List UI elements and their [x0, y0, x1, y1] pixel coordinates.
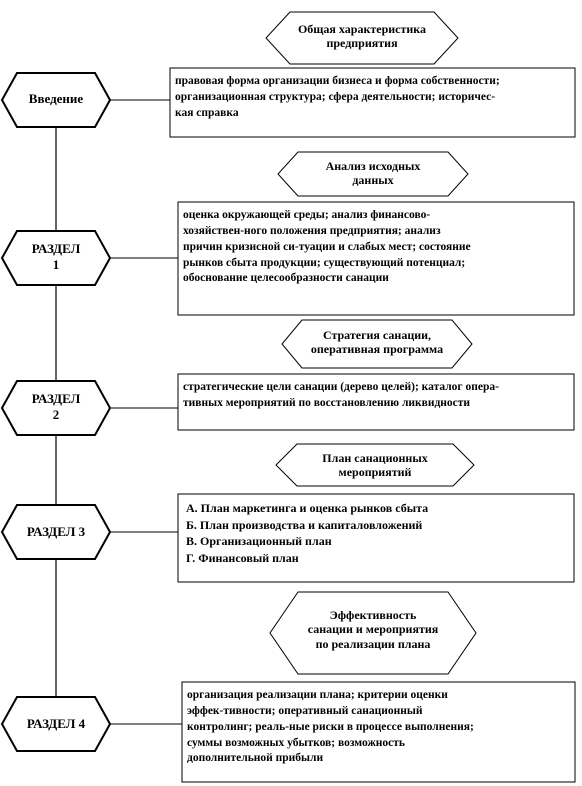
box-text-section-2: стратегические цели санации (дерево целе…	[183, 381, 499, 409]
box-text-section-4: организация реализации плана; критерии о…	[187, 689, 474, 765]
node-label-section-4: РАЗДЕЛ 4	[26, 716, 86, 731]
node-label-section-2: РАЗДЕЛ 2	[31, 391, 81, 422]
box-text-section-1: оценка окружающей среды; анализ финансов…	[183, 209, 471, 285]
header-label-section-4: Эффективность санации и мероприятия по р…	[307, 608, 439, 651]
header-hexagon-section-1	[277, 151, 469, 197]
node-label-intro: Введение	[28, 91, 84, 106]
box-text-section-3: А. План маркетинга и оценка рынков сбыта…	[186, 501, 429, 565]
box-section-4	[181, 681, 576, 783]
node-label-section-3: РАЗДЕЛ 3	[26, 524, 86, 539]
header-label-section-1: Анализ исходных данных	[325, 159, 421, 188]
header-hexagon-section-2	[281, 319, 473, 369]
box-intro	[169, 67, 576, 138]
header-label-section-3: План санационных мероприятий	[322, 451, 428, 480]
header-hexagon-section-3	[275, 443, 475, 487]
node-hexagon-section-1	[0, 230, 112, 286]
node-hexagon-section-3	[0, 504, 112, 560]
header-hexagon-intro	[265, 11, 459, 65]
box-section-1	[177, 201, 575, 316]
header-label-section-2: Стратегия санации, оперативная программа	[310, 328, 444, 357]
node-hexagon-section-4	[0, 696, 112, 752]
box-section-2	[177, 373, 575, 431]
header-hexagon-section-4	[269, 591, 477, 675]
node-label-section-1: РАЗДЕЛ 1	[31, 241, 81, 272]
box-section-3	[177, 493, 575, 583]
node-hexagon-section-2	[0, 380, 112, 436]
header-label-intro: Общая характеристика предприятия	[297, 22, 427, 51]
box-text-intro: правовая форма организации бизнеса и фор…	[175, 75, 500, 119]
node-hexagon-intro	[0, 72, 112, 128]
